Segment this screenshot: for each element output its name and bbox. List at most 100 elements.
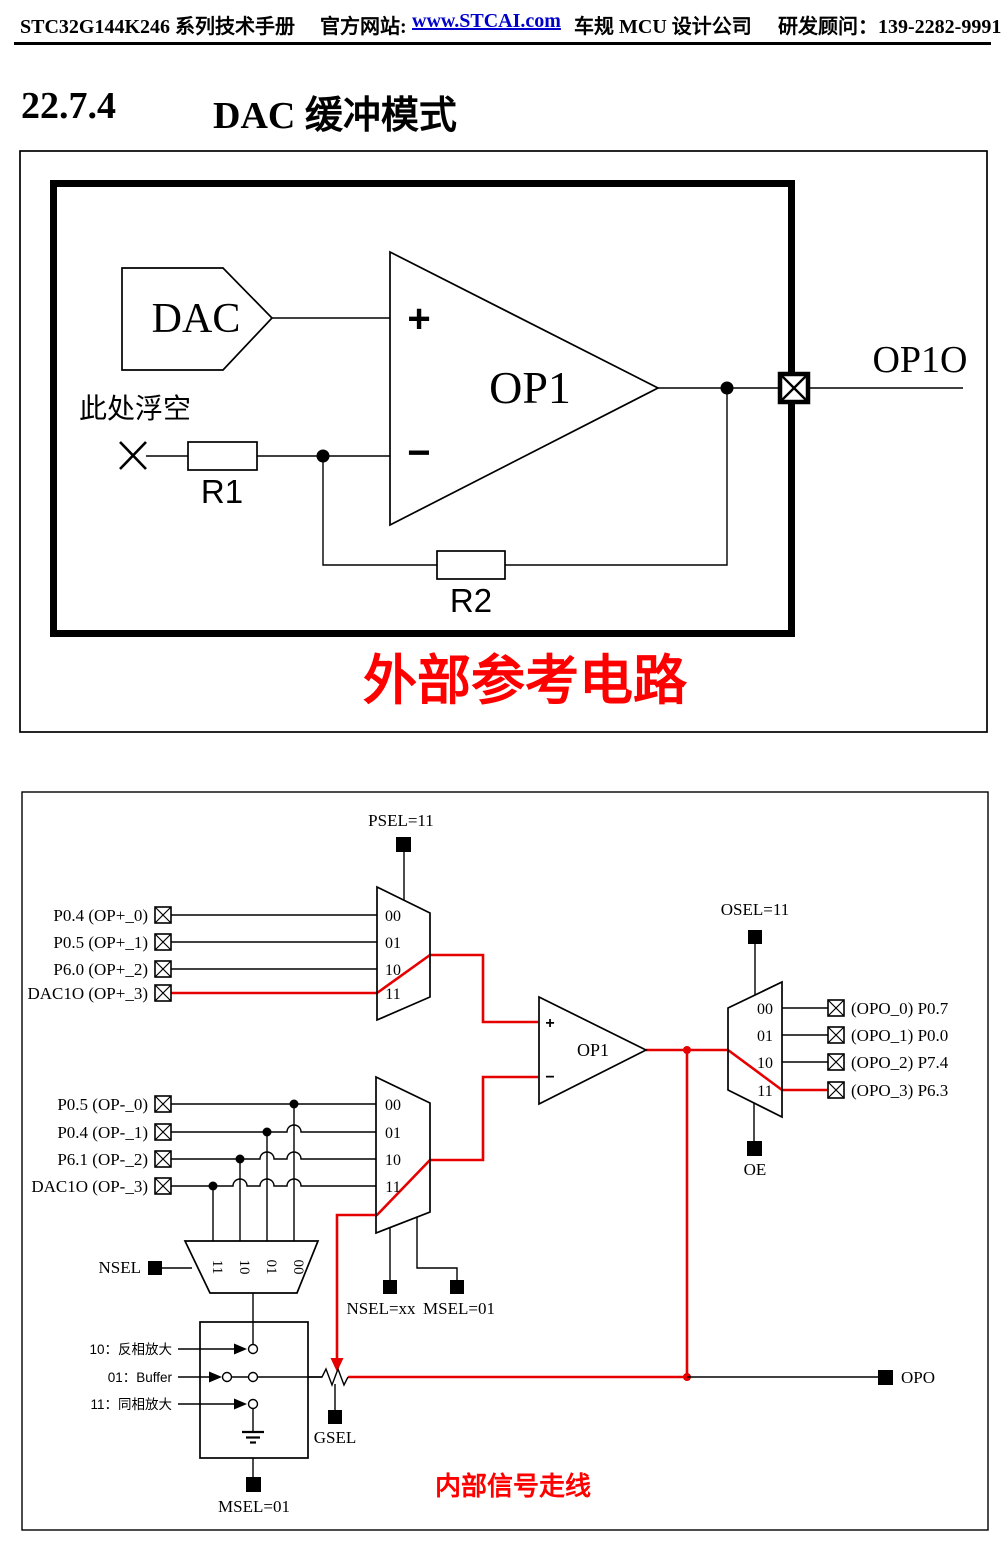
msel01-wire xyxy=(416,1217,458,1280)
gsel-resistor-icon xyxy=(308,1367,349,1387)
wire-neg-input xyxy=(171,1124,376,1133)
external-circuit-figure: DAC + − OP1 此处浮空 R1 R2 OP1O 外部参考电路 xyxy=(19,150,988,733)
msel-bottom-label: MSEL=01 xyxy=(218,1497,290,1516)
site-label: 官方网站: xyxy=(320,16,407,38)
pin-pad-icon xyxy=(154,1177,172,1195)
mux-sel-label: 10 xyxy=(385,1152,401,1169)
pin-pad-icon xyxy=(154,1150,172,1168)
wire-feedback-left xyxy=(322,456,437,566)
nsel-label: NSEL xyxy=(99,1258,142,1277)
osel-label: OSEL=11 xyxy=(721,900,789,919)
mux-sel-label: 01 xyxy=(757,1028,773,1045)
output-pin-label: (OPO_2) P7.4 xyxy=(851,1053,949,1072)
r1-label: R1 xyxy=(201,473,243,510)
mux-sel-label: 00 xyxy=(757,1001,773,1018)
mux-sel-label: 01 xyxy=(385,1125,401,1142)
neg-pin-label: P0.4 (OP-_1) xyxy=(57,1123,148,1142)
msel01-pad xyxy=(450,1280,464,1294)
osel-pad xyxy=(748,930,762,944)
mux-sel-label: 10 xyxy=(385,962,401,979)
figure1-caption: 外部参考电路 xyxy=(363,651,688,711)
opo-pad xyxy=(878,1370,893,1385)
mode-row-label: 10：反相放大 xyxy=(89,1342,172,1357)
section-heading: 22.7.4 DAC 缓冲模式 xyxy=(0,84,1005,137)
floating-note: 此处浮空 xyxy=(79,393,191,425)
oe-pad xyxy=(747,1141,762,1156)
neg-input-mux xyxy=(375,1075,431,1235)
arrowhead-icon xyxy=(209,1371,222,1383)
figure-border xyxy=(21,791,989,1531)
output-mux xyxy=(727,980,783,1119)
section-number: 22.7.4 xyxy=(21,85,116,127)
gsel-label: GSEL xyxy=(314,1428,357,1447)
switch-contact-icon xyxy=(247,1343,259,1355)
x-mark-icon xyxy=(119,441,147,470)
wire-feedback-right xyxy=(505,388,728,566)
psel-label: PSEL=11 xyxy=(368,811,434,830)
opamp-plus-label: + xyxy=(545,1015,554,1032)
internal-routing-figure: PSEL=11 00 01 10 11 P0.4 (OP+_0) P0.5 (O… xyxy=(21,791,989,1531)
pin-pad-icon xyxy=(827,1026,845,1044)
gsel-pad xyxy=(328,1410,342,1424)
wire-neg-input xyxy=(171,1178,376,1187)
mux-sel-label: 10 xyxy=(236,1260,252,1275)
wire-neg-input xyxy=(171,1151,376,1160)
section-title: DAC 缓冲模式 xyxy=(213,95,457,137)
header-rule xyxy=(14,42,991,45)
pos-pin-label: P6.0 (OP+_2) xyxy=(53,960,148,979)
opamp-label: OP1 xyxy=(489,362,571,413)
r2-label: R2 xyxy=(450,582,492,619)
mux-sel-label: 00 xyxy=(385,908,401,925)
mode-row-label: 11：同相放大 xyxy=(90,1397,172,1412)
pin-pad-icon xyxy=(827,999,845,1017)
pin-pad-icon xyxy=(827,1053,845,1071)
msel-switch-box xyxy=(199,1321,309,1459)
mux-sel-label: 00 xyxy=(290,1260,306,1275)
pin-pad-icon xyxy=(827,1081,845,1099)
dac-block-shape xyxy=(121,267,274,371)
mux-sel-label: 11 xyxy=(209,1260,225,1274)
neg-pin-label: P6.1 (OP-_2) xyxy=(57,1150,148,1169)
nselxx-pad xyxy=(383,1280,397,1294)
oe-label: OE xyxy=(744,1160,767,1179)
pin-pad-icon xyxy=(154,1123,172,1141)
site-url-link[interactable]: www.STCAI.com xyxy=(412,10,561,32)
contact-label: 研发顾问：139-2282-9991 xyxy=(778,16,1002,38)
op1o-pin-label: OP1O xyxy=(872,339,967,381)
pin-pad-icon xyxy=(154,960,172,978)
msel01-label: MSEL=01 xyxy=(423,1299,495,1318)
pos-input-mux xyxy=(376,885,431,1022)
company-label: 车规 MCU 设计公司 xyxy=(574,16,752,38)
pin-pad-icon xyxy=(154,1095,172,1113)
opamp-minus-label: − xyxy=(545,1069,554,1086)
output-pin-label: (OPO_0) P0.7 xyxy=(851,999,949,1018)
opo-label: OPO xyxy=(901,1368,935,1387)
output-pin-label: (OPO_1) P0.0 xyxy=(851,1026,948,1045)
mode-row-label: 01：Buffer xyxy=(108,1370,173,1385)
ground-icon xyxy=(242,1408,264,1444)
mux-sel-label: 01 xyxy=(385,935,401,952)
figure2-caption: 内部信号走线 xyxy=(435,1472,591,1501)
resistor-r2 xyxy=(436,550,506,580)
mux-sel-label: 01 xyxy=(263,1260,279,1275)
neg-pin-label: P0.5 (OP-_0) xyxy=(57,1095,148,1114)
mux-sel-label: 11 xyxy=(385,1179,400,1196)
red-path-negative-feedback xyxy=(335,1075,538,1362)
io-pad-icon xyxy=(777,371,811,405)
mux-sel-label: 00 xyxy=(385,1097,401,1114)
red-junction-dot xyxy=(683,1046,691,1054)
mux-sel-label: 10 xyxy=(757,1055,773,1072)
arrowhead-icon xyxy=(234,1398,247,1410)
pos-pin-label: DAC1O (OP+_3) xyxy=(27,984,148,1003)
opamp-plus-label: + xyxy=(407,297,430,341)
figure-border xyxy=(19,150,988,733)
junction-dot-output xyxy=(720,381,734,395)
switch-contact-icon xyxy=(247,1398,259,1410)
opamp-minus-label: − xyxy=(407,431,430,475)
red-path-positive-input xyxy=(171,953,538,1024)
arrowhead-icon xyxy=(234,1343,247,1355)
pin-pad-icon xyxy=(154,984,172,1002)
psel-pad xyxy=(396,837,411,852)
neg-pin-label: DAC1O (OP-_3) xyxy=(31,1177,148,1196)
